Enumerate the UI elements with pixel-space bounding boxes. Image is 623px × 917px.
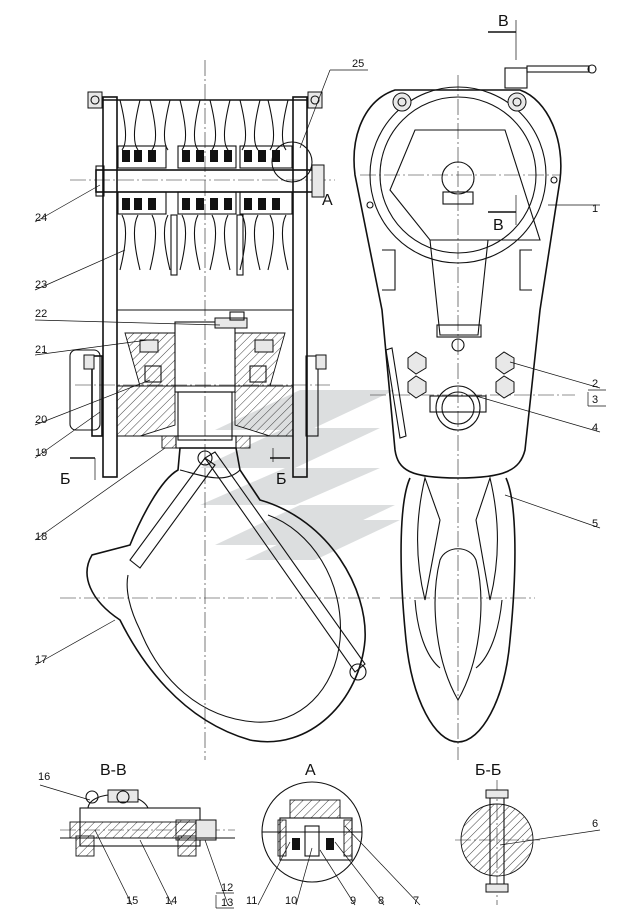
part-label-15: 15 — [126, 895, 138, 907]
part-label-9: 9 — [350, 895, 356, 907]
detail-a: А — [261, 762, 363, 883]
part-label-23: 23 — [35, 279, 47, 291]
part-label-2: 2 — [592, 378, 598, 390]
leaders — [34, 69, 606, 906]
cut-mark-v-top: В — [498, 13, 509, 30]
part-label-22: 22 — [35, 308, 47, 320]
part-label-25: 25 — [352, 58, 364, 70]
side-view: В В — [353, 13, 597, 760]
cut-mark-v-bottom: В — [493, 217, 504, 234]
part-label-10: 10 — [285, 895, 297, 907]
part-label-12: 12 — [221, 882, 233, 894]
front-view: Б Б А — [60, 60, 380, 760]
section-title-a: А — [305, 762, 316, 779]
section-title-bb: Б-Б — [475, 762, 501, 779]
part-label-20: 20 — [35, 414, 47, 426]
part-label-5: 5 — [592, 518, 598, 530]
part-label-19: 19 — [35, 447, 47, 459]
part-label-18: 18 — [35, 531, 47, 543]
part-label-24: 24 — [35, 212, 47, 224]
part-label-1: 1 — [592, 203, 598, 215]
part-label-3: 3 — [592, 394, 598, 406]
part-label-13: 13 — [221, 897, 233, 909]
part-label-11: 11 — [246, 895, 257, 907]
part-label-8: 8 — [378, 895, 384, 907]
part-label-14: 14 — [165, 895, 177, 907]
section-vv: В-В — [60, 762, 235, 857]
part-label-21: 21 — [35, 344, 47, 356]
part-label-16: 16 — [38, 771, 50, 783]
cut-mark-b-left: Б — [60, 471, 71, 488]
sheaves — [117, 99, 293, 276]
cut-mark-b-right: Б — [276, 471, 287, 488]
part-label-6: 6 — [592, 818, 598, 830]
section-bb: Б-Б — [455, 762, 540, 905]
part-label-7: 7 — [413, 895, 419, 907]
detail-mark-a: А — [322, 192, 333, 209]
section-title-vv: В-В — [100, 762, 127, 779]
part-label-17: 17 — [35, 654, 47, 666]
part-label-4: 4 — [592, 422, 598, 434]
part-labels: 1 2 3 4 5 6 7 8 9 10 11 12 13 14 15 16 1… — [35, 58, 598, 909]
